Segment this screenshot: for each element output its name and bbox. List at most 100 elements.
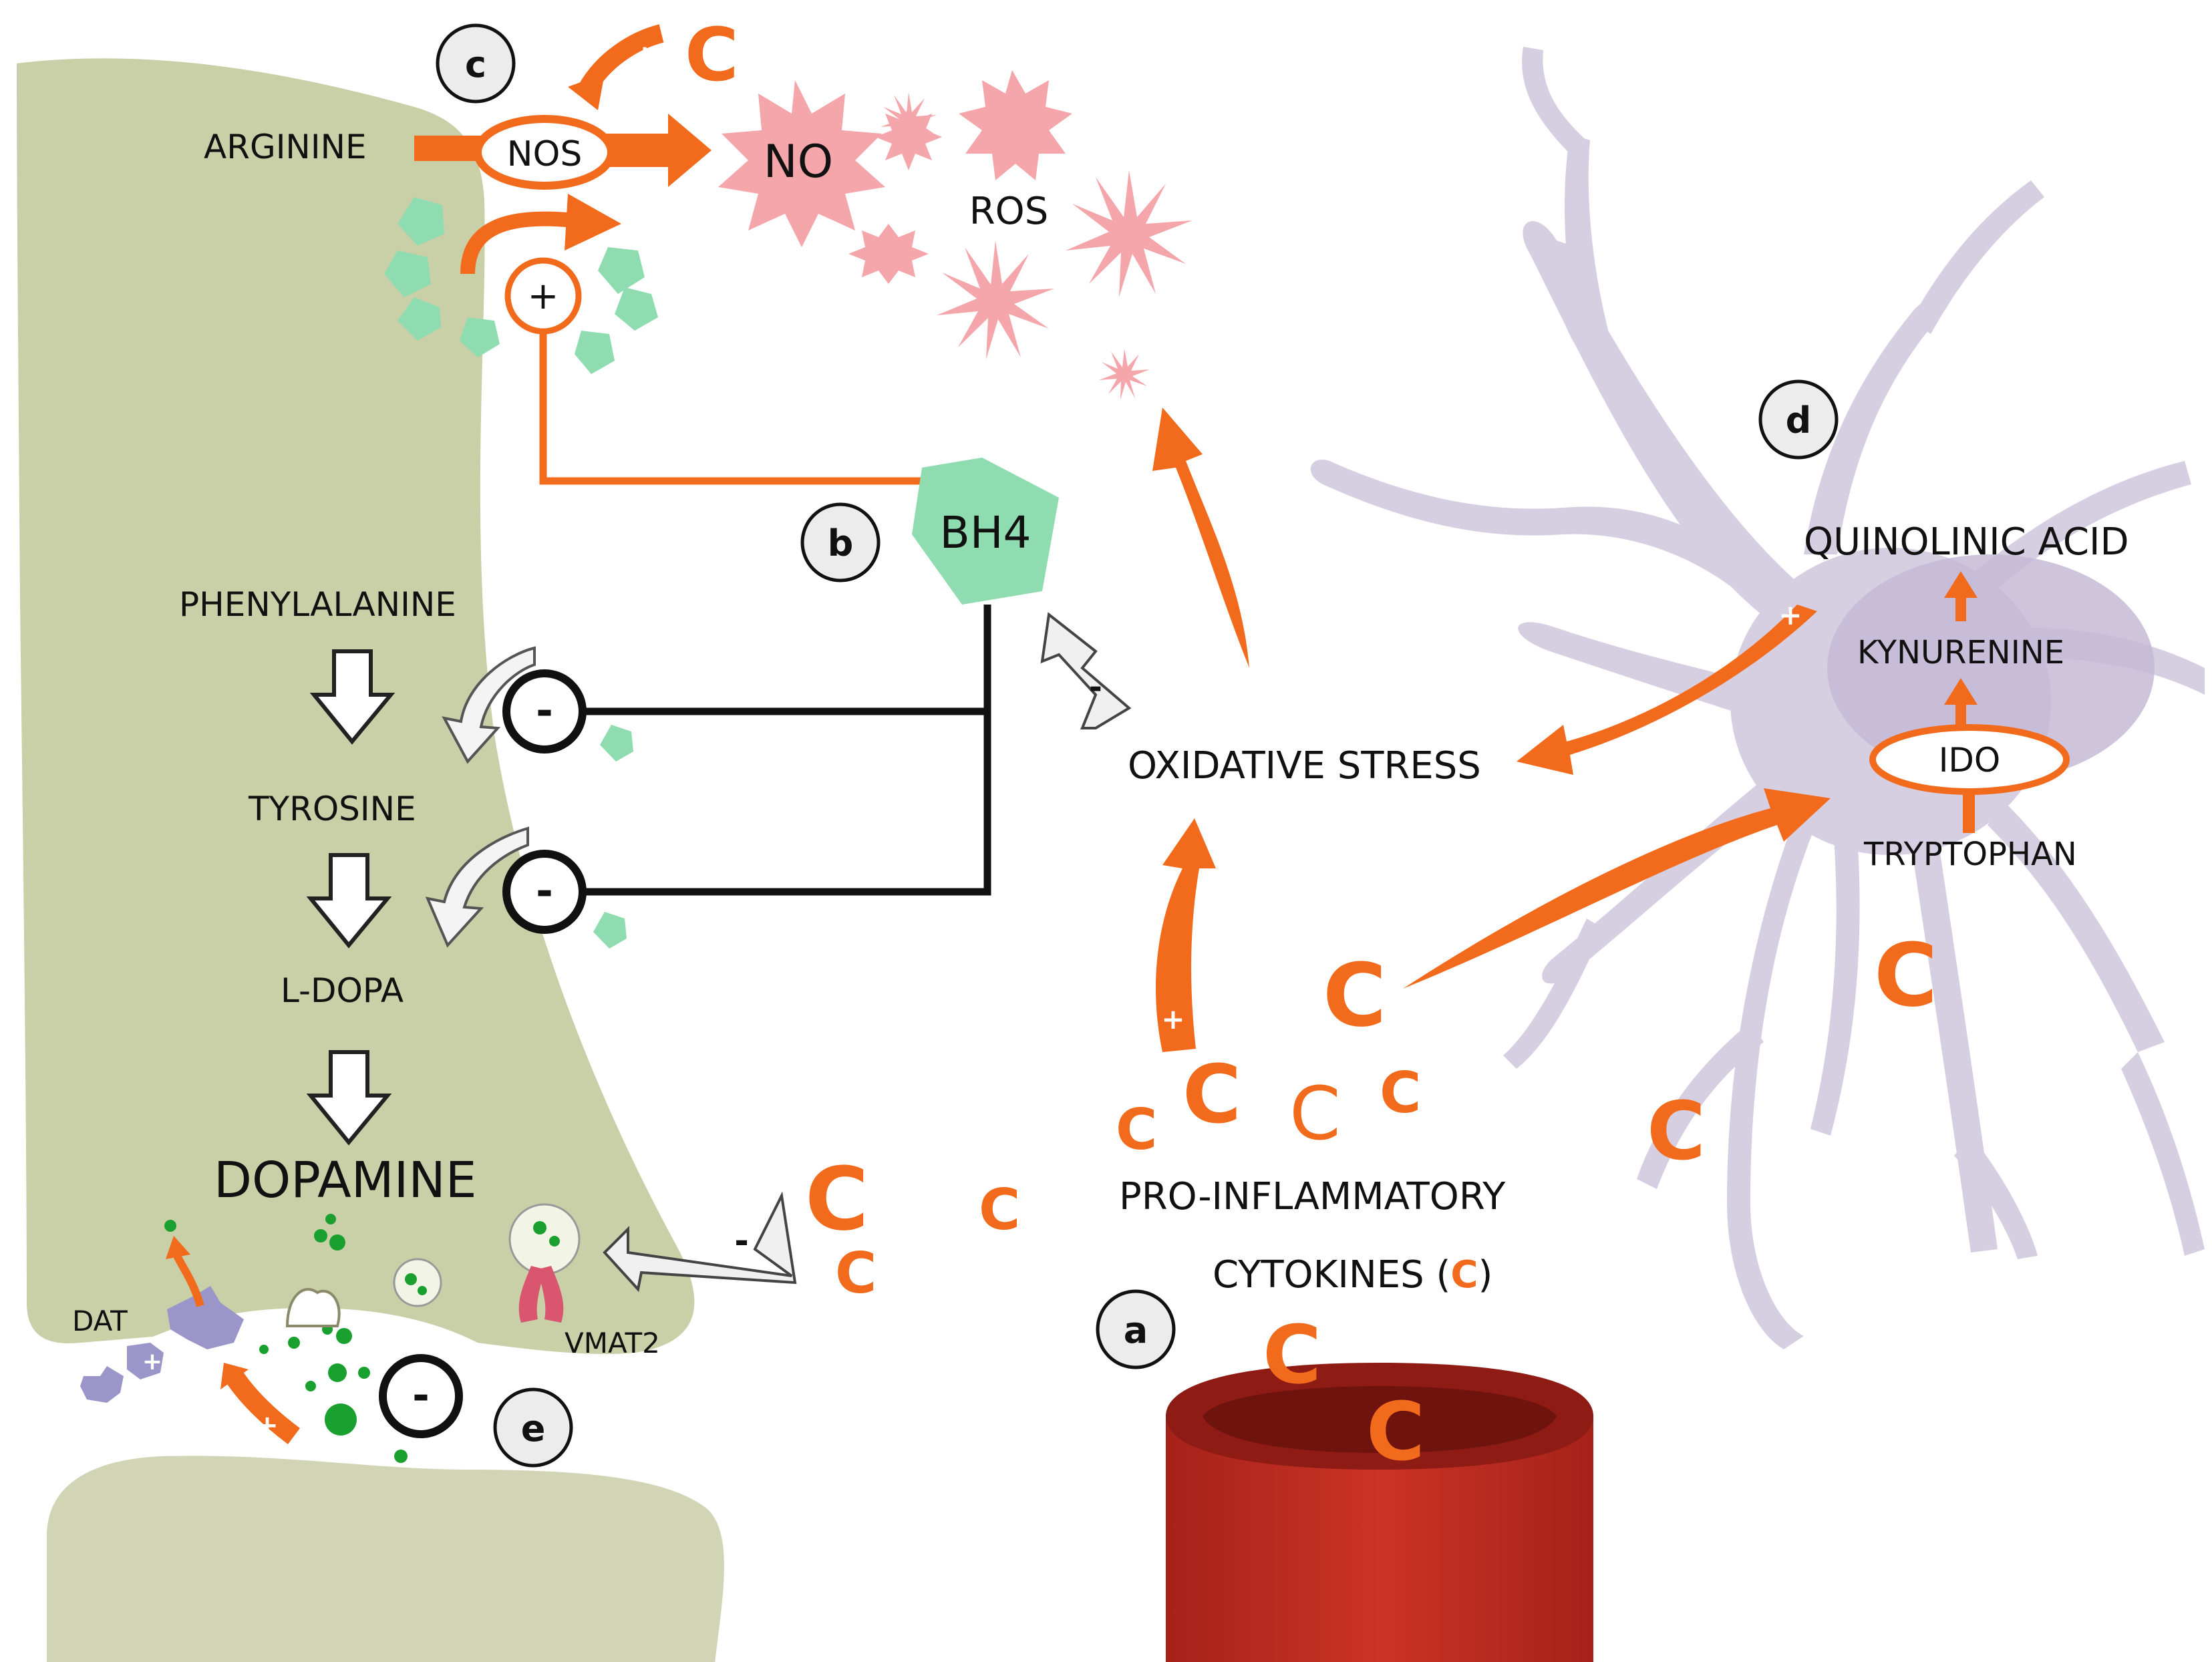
stress-to-ros-plus: + [1209,622,1233,655]
svg-text:d: d [1786,399,1812,442]
svg-text:-: - [412,1371,430,1420]
svg-text:-: - [536,866,553,915]
cytokine-c: C [1647,1086,1706,1178]
no-label: NO [764,136,833,188]
cytokine-symbol: C [685,12,739,98]
synthesis-arrows [306,649,396,1146]
cytokine-c: C [1366,1386,1425,1479]
microglia-nucleus [1827,554,2155,782]
panel-marker-b: b [800,502,881,583]
cytokine-c: C [1263,1309,1321,1402]
bh4-oxidation-arrow [1040,612,1132,729]
bh4-oxidation-sign: - [1089,669,1102,706]
inhibition-curve-arrows [425,646,536,948]
vmat2-transporter [518,1266,564,1323]
bh4-small-2 [593,912,627,949]
plus-node [504,257,582,335]
cytokine-to-ido-plus: + [1411,946,1434,979]
blood-vessel [1166,1363,1593,1662]
cytokine-c: C [1289,1071,1341,1156]
ros-spiky-4 [1099,349,1150,399]
ido-enzyme [1869,724,2070,795]
cytokine-c: C [1874,925,1937,1026]
vmat2-label: VMAT2 [565,1327,660,1359]
kynurenine-label: KYNURENINE [1857,634,2064,671]
svg-text:e: e [521,1407,546,1450]
quinolinic-to-stress-arrow [1517,605,1817,775]
no-burst [718,80,885,247]
ros-burst-1 [959,70,1072,180]
cytokine-c: C [1182,1049,1241,1142]
dat-label: DAT [72,1305,128,1337]
ros-spiky-2 [937,240,1054,359]
ldopa-label: L-DOPA [281,971,404,1010]
tryptophan-to-ido [1963,793,1975,833]
cytokine-c: C [1116,1097,1157,1163]
nos-to-no-arrow [601,114,712,187]
dat-activation-arrowhead [220,1363,249,1389]
bh4-small-1 [600,725,633,762]
microglia [1310,47,2205,1349]
dat-transporters [80,1286,244,1403]
arginine-to-nos-arrow [414,136,481,161]
tryptophan-label: TRYPTOPHAN [1863,836,2077,873]
panel-marker-e: e [493,1387,573,1468]
panel-marker-a: a [1096,1289,1176,1369]
dat-activation-arrow [225,1370,301,1444]
ros-spiky-3 [881,92,937,148]
bh4-activation-arrow [460,211,576,275]
ros-particles [718,70,1193,399]
dopamine-label: DOPAMINE [214,1152,477,1209]
bh4-pentagon [912,458,1059,605]
minus-node-1: - [502,669,587,754]
cytokine-to-ido-arrow [1403,788,1831,989]
neuron [17,58,724,1662]
pro-inflammatory-label: PRO-INFLAMMATORY [1119,1175,1506,1218]
dopamine-vesicles [164,1203,581,1307]
ido-to-kynurenine-head [1944,678,1978,705]
cytokine-nos-arrowhead [568,73,605,110]
nos-label: NOS [507,134,583,174]
nos-enzyme [474,115,615,190]
oxidative-stress-label: OXIDATIVE STRESS [1128,744,1481,788]
cytokines-to-stress-arrow [1156,818,1216,1052]
quinolinic-to-stress-plus: + [1778,599,1802,631]
dat-activation-plus: + [256,1410,279,1441]
stress-to-ros-arrow [1152,407,1249,668]
ido-label: IDO [1939,741,2001,780]
cytokine-c: C [979,1177,1020,1243]
tyrosine-label: TYROSINE [248,790,416,828]
dat-plus: + [142,1348,162,1375]
ros-label: ROS [969,190,1049,233]
cytokine-c: C [1380,1060,1421,1126]
svg-text:c: c [465,43,486,86]
kynurenine-to-quinolinic-head [1944,571,1978,598]
cytokine-nos-plus: + [633,39,657,73]
ros-burst-3 [848,224,929,284]
bh4-label: BH4 [940,507,1032,558]
panel-marker-d: d [1758,379,1839,460]
cytokine-c: C [1323,945,1386,1046]
cytokine-symbols: C C C C C C C C C C C C [805,925,1937,1479]
fusing-vesicle [285,1288,341,1327]
vmat2-inhibition-sign: - [734,1221,749,1261]
bh4-to-nos-line [539,333,922,485]
dat-efflux-arrowhead [166,1236,190,1259]
bh4-molecules [384,197,658,374]
cytokines-to-stress-plus: + [1161,1003,1184,1035]
svg-text:b: b [828,522,854,564]
cytokines-label: CYTOKINES (C) [1213,1253,1492,1297]
arginine-label: ARGININE [204,128,367,166]
minus-node-release: - [379,1354,463,1438]
ros-spiky-1 [1066,170,1193,297]
dat-efflux-arrow [173,1254,204,1307]
bh4-activation-arrowhead [565,194,621,251]
svg-text:-: - [536,686,553,735]
phenylalanine-label: PHENYLALANINE [179,585,456,624]
plus-node-sign: + [528,275,559,318]
cytokine-c: C [835,1240,877,1307]
kynurenine-to-quinolinic-shaft [1955,595,1966,621]
minus-node-2: - [502,850,587,934]
ido-to-kynurenine-shaft [1955,701,1966,727]
